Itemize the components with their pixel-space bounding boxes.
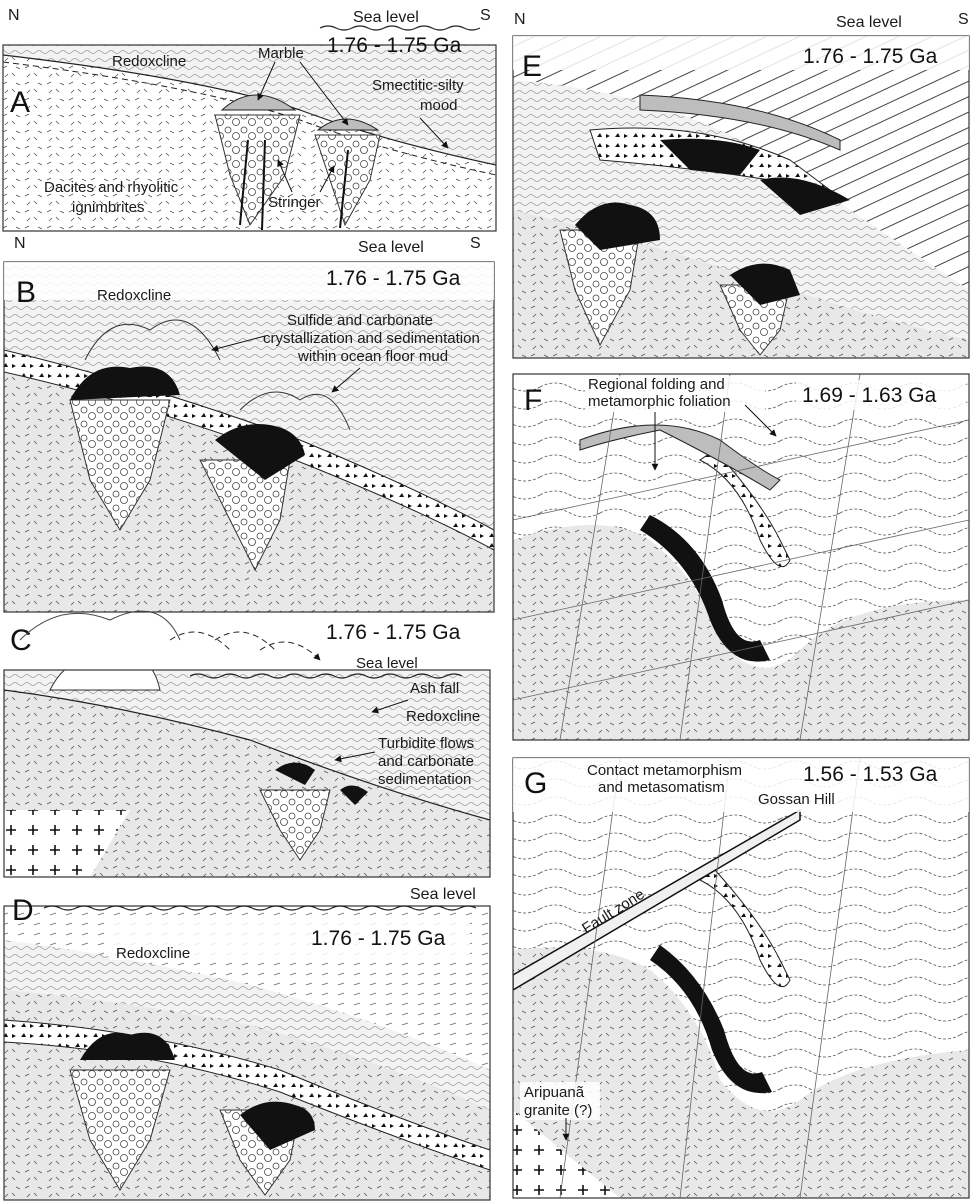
- panel-c: C 1.76 - 1.75 Ga Sea level Ash fall Redo…: [3, 610, 491, 878]
- panel-b-sea-level: Sea level: [358, 239, 424, 256]
- panel-c-turbidite-label-2: and carbonate: [378, 753, 474, 770]
- panel-g: G Contact metamorphism and metasomatism …: [512, 757, 970, 1199]
- panel-a-south: S: [480, 7, 491, 24]
- panel-f-volcanic-basement: [513, 525, 969, 740]
- panel-c-turbidite-label-3: sedimentation: [378, 771, 471, 788]
- panel-a-smectitic-label-2: mood: [420, 97, 458, 114]
- panel-e-sea-level: Sea level: [836, 14, 902, 31]
- panel-a-stringer-label: Stringer: [268, 194, 321, 211]
- panel-c-granite: [4, 810, 130, 877]
- panel-g-fault-zone: [513, 808, 801, 991]
- panel-g-contact-label-2: and metasomatism: [598, 779, 725, 796]
- panel-a-marble-label: Marble: [258, 45, 304, 62]
- panel-g-folded-sulfide: [650, 945, 772, 1094]
- panel-d: D Sea level 1.76 - 1.75 Ga Redoxcline: [3, 886, 491, 1201]
- panel-e-south: S: [958, 11, 969, 28]
- panel-c-age: 1.76 - 1.75 Ga: [326, 621, 461, 644]
- panel-g-granite: [513, 1110, 620, 1198]
- panel-b: B 1.76 - 1.75 Ga Redoxcline Sulfide and …: [3, 261, 495, 613]
- panel-c-sea-surface: [189, 673, 463, 679]
- panel-a-dacites-label-1: Dacites and rhyolitic: [44, 179, 179, 196]
- panel-e-age: 1.76 - 1.75 Ga: [803, 45, 938, 68]
- panel-b-redoxcline-label: Redoxcline: [97, 287, 171, 304]
- panel-a-north: N: [8, 7, 20, 24]
- panel-g-letter: G: [524, 767, 547, 800]
- panel-f-folding-label-1: Regional folding and: [588, 376, 725, 393]
- panel-a-sea-level: Sea level: [353, 9, 419, 26]
- panel-c-sea-level: Sea level: [356, 655, 418, 672]
- panel-f-folding-label-2: metamorphic foliation: [588, 393, 731, 410]
- panel-f-age: 1.69 - 1.63 Ga: [802, 384, 937, 407]
- panel-b-sulfide-body-1: [70, 366, 180, 400]
- panel-e-letter: E: [522, 50, 542, 83]
- panel-a-redoxcline-label: Redoxcline: [112, 53, 186, 70]
- panel-d-sulfide-body-2: [240, 1101, 315, 1150]
- panel-c-turbidite-label-1: Turbidite flows: [378, 735, 474, 752]
- panel-f: F Regional folding and metamorphic folia…: [512, 373, 970, 741]
- panel-e-sulfide-body-1: [575, 202, 660, 250]
- panel-a-sea-surface: [319, 25, 481, 31]
- panel-g-granite-label-1: Aripuanã: [524, 1084, 585, 1101]
- panel-a-age: 1.76 - 1.75 Ga: [327, 34, 462, 57]
- panel-a-frame: [2, 44, 497, 232]
- panel-g-age: 1.56 - 1.53 Ga: [803, 763, 938, 786]
- panel-c-sulfide-body-1: [275, 762, 315, 785]
- panel-f-folded-sulfide: [640, 515, 770, 662]
- panel-b-north: N: [14, 235, 26, 252]
- panel-a-dacites-label-2: ignimbrites: [72, 199, 145, 216]
- panel-d-age: 1.76 - 1.75 Ga: [311, 927, 446, 950]
- panel-g-granite-label-2: granite (?): [524, 1102, 592, 1119]
- panel-c-ash-fall-label: Ash fall: [410, 680, 459, 697]
- panel-b-sulfide-body-2: [215, 424, 305, 480]
- panel-b-letter: B: [16, 276, 36, 309]
- panel-g-gossan-hill-label: Gossan Hill: [758, 791, 835, 808]
- panel-e-sulfide-upper: [660, 138, 760, 175]
- panel-d-sea-surface: [43, 905, 477, 911]
- panel-b-south: S: [470, 235, 481, 252]
- panel-d-letter: D: [12, 894, 34, 927]
- panel-d-redoxcline-label: Redoxcline: [116, 945, 190, 962]
- panel-a-stringer-zone: [214, 114, 301, 227]
- panel-c-frame: [3, 669, 491, 878]
- panel-c-sulfide-body-2: [340, 785, 368, 805]
- panel-c-redoxcline-label: Redoxcline: [406, 708, 480, 725]
- panel-b-sulfide-label-1: Sulfide and carbonate: [287, 312, 433, 329]
- panel-b-sulfide-label-2: crystallization and sedimentation: [263, 330, 480, 347]
- panel-a-smectitic-label-1: Smectitic-silty: [372, 77, 464, 94]
- panel-f-letter: F: [524, 384, 542, 417]
- panel-c-letter: C: [10, 624, 32, 657]
- panel-f-frame: [512, 373, 970, 741]
- panel-e-sulfide-body-2: [730, 263, 800, 305]
- panel-g-volcanic-basement: [513, 947, 969, 1198]
- panel-e: E 1.76 - 1.75 Ga: [512, 35, 970, 359]
- panel-b-age: 1.76 - 1.75 Ga: [326, 267, 461, 290]
- panel-b-sulfide-label-3: within ocean floor mud: [297, 348, 448, 365]
- panel-d-sulfide-body-1: [80, 1032, 175, 1060]
- panel-a-mud-layer: [3, 45, 496, 165]
- panel-g-contact-label-1: Contact metamorphism: [587, 762, 742, 779]
- panel-a-letter: A: [10, 86, 30, 119]
- panel-e-north: N: [514, 11, 526, 28]
- panel-a: A 1.76 - 1.75 Ga Redoxcline Marble Smect…: [2, 34, 497, 232]
- panel-d-sea-level: Sea level: [410, 886, 476, 903]
